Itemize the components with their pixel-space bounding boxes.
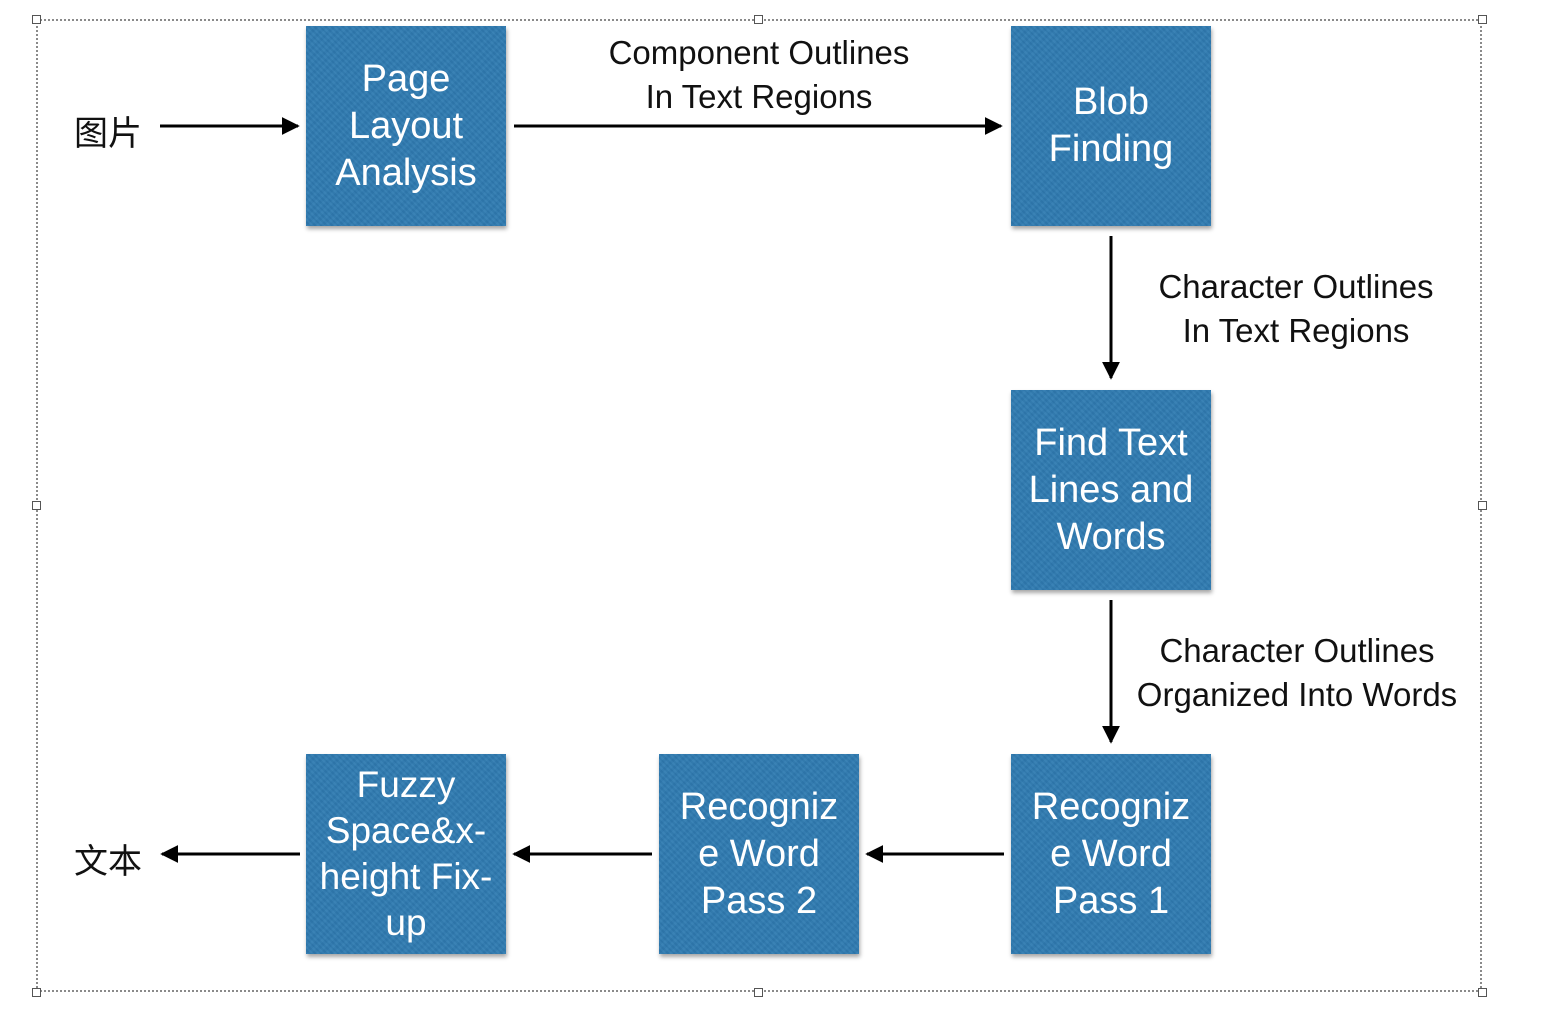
output-label: 文本 bbox=[74, 842, 142, 882]
node-fuzzy-space-fixup[interactable]: Fuzzy Space&x- height Fix- up bbox=[306, 754, 506, 954]
resize-handle-middle-right[interactable] bbox=[1478, 501, 1487, 510]
resize-handle-top-center[interactable] bbox=[754, 15, 763, 24]
resize-handle-middle-left[interactable] bbox=[32, 501, 41, 510]
node-recognize-pass-1[interactable]: Recogniz e Word Pass 1 bbox=[1011, 754, 1211, 954]
resize-handle-bottom-right[interactable] bbox=[1478, 988, 1487, 997]
input-label: 图片 bbox=[74, 114, 142, 154]
node-page-layout-analysis[interactable]: Page Layout Analysis bbox=[306, 26, 506, 226]
resize-handle-top-left[interactable] bbox=[32, 15, 41, 24]
node-find-text-lines[interactable]: Find Text Lines and Words bbox=[1011, 390, 1211, 590]
node-blob-finding[interactable]: Blob Finding bbox=[1011, 26, 1211, 226]
edge-label-character-outlines-words: Character Outlines Organized Into Words bbox=[1136, 632, 1458, 713]
resize-handle-top-right[interactable] bbox=[1478, 15, 1487, 24]
resize-handle-bottom-left[interactable] bbox=[32, 988, 41, 997]
edge-label-character-outlines-regions: Character Outlines In Text Regions bbox=[1158, 268, 1434, 349]
resize-handle-bottom-center[interactable] bbox=[754, 988, 763, 997]
edge-label-component-outlines: Component Outlines In Text Regions bbox=[608, 34, 910, 115]
node-recognize-pass-2[interactable]: Recogniz e Word Pass 2 bbox=[659, 754, 859, 954]
